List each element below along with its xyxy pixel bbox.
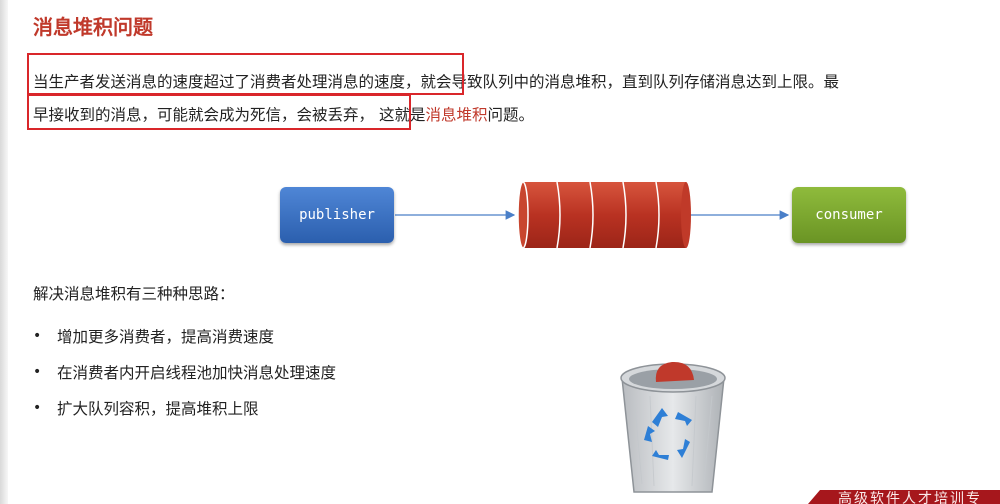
consumer-node: consumer bbox=[792, 187, 906, 243]
list-item: • 在消费者内开启线程池加快消息处理速度 bbox=[33, 354, 336, 390]
paragraph-segment-3: 早接收到的消息，可能就会成为死信，会被丢弃， bbox=[33, 106, 375, 124]
highlight-term: 消息堆积 bbox=[425, 106, 488, 124]
paragraph-segment-6: 问题。 bbox=[487, 106, 534, 124]
paragraph-segment-1: 当生产者发送消息的速度超过了消费者处理消息的速度， bbox=[33, 73, 421, 91]
bullet-marker: • bbox=[33, 364, 42, 380]
bullet-marker: • bbox=[33, 328, 42, 344]
list-item: • 增加更多消费者，提高消费速度 bbox=[33, 318, 336, 354]
bullet-marker: • bbox=[33, 400, 42, 416]
footer-banner: 高级软件人才培训专 bbox=[808, 490, 1000, 504]
paragraph-segment-2: 就会导致队列中的消息堆积，直到队列存储消息达到上限。最 bbox=[420, 73, 840, 91]
slide-left-shade bbox=[0, 0, 8, 504]
paragraph-segment-4: 这就是 bbox=[374, 106, 426, 124]
list-item-text: 在消费者内开启线程池加快消息处理速度 bbox=[57, 364, 337, 382]
queue-cylinder bbox=[517, 181, 691, 249]
intro-paragraph: 当生产者发送消息的速度超过了消费者处理消息的速度，就会导致队列中的消息堆积，直到… bbox=[33, 66, 963, 132]
solutions-list: • 增加更多消费者，提高消费速度 • 在消费者内开启线程池加快消息处理速度 • 扩大队… bbox=[33, 318, 336, 426]
solutions-heading: 解决消息堆积有三种种思路： bbox=[33, 285, 235, 303]
slide-title: 消息堆积问题 bbox=[33, 15, 153, 39]
highlight-box-2 bbox=[27, 94, 411, 130]
publisher-node: publisher bbox=[280, 187, 394, 243]
footer-text: 高级软件人才培训专 bbox=[838, 491, 982, 504]
list-item-text: 扩大队列容积，提高堆积上限 bbox=[57, 400, 259, 418]
list-item-text: 增加更多消费者，提高消费速度 bbox=[57, 328, 275, 346]
list-item: • 扩大队列容积，提高堆积上限 bbox=[33, 390, 336, 426]
recycle-bin-icon bbox=[620, 361, 726, 493]
